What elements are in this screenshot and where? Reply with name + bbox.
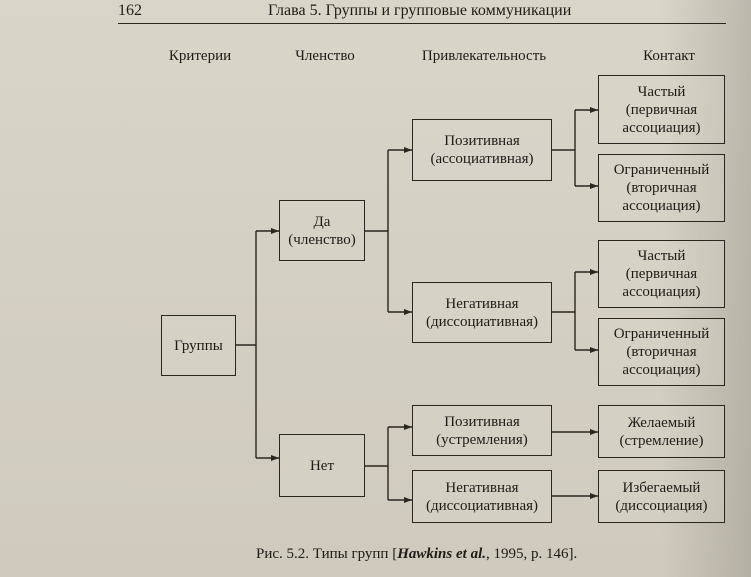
node-negative-dissociative-1: Негативная (диссоциативная): [412, 282, 552, 343]
node-avoided-dissociation: Избегаемый (диссоциация): [598, 470, 725, 523]
node-membership-yes: Да (членство): [279, 200, 365, 261]
column-header-contact: Контакт: [643, 48, 695, 64]
node-desired-aspiration: Желаемый (стремление): [598, 405, 725, 458]
node-limited-secondary-2: Ограниченный (вторичная ассоциация): [598, 318, 725, 386]
node-positive-aspiration: Позитивная (устремления): [412, 405, 552, 456]
running-head: 162 Глава 5. Группы и групповые коммуник…: [118, 0, 726, 24]
node-frequent-primary-2: Частый (первичная ассоциация): [598, 240, 725, 308]
caption-suffix: , 1995, p. 146].: [485, 546, 578, 562]
node-frequent-primary-1: Частый (первичная ассоциация): [598, 75, 725, 144]
node-negative-dissociative-2: Негативная (диссоциативная): [412, 470, 552, 523]
node-limited-secondary-1: Ограниченный (вторичная ассоциация): [598, 154, 725, 222]
node-membership-no: Нет: [279, 434, 365, 497]
figure-caption: Рис. 5.2. Типы групп [Hawkins et al., 19…: [256, 546, 577, 563]
chapter-title: Глава 5. Группы и групповые коммуникации: [268, 2, 572, 19]
column-header-membership: Членство: [295, 48, 355, 64]
caption-authors: Hawkins et al.: [397, 546, 486, 562]
node-groups: Группы: [161, 315, 236, 376]
page-number: 162: [118, 2, 142, 19]
column-header-criteria: Критерии: [168, 48, 232, 64]
node-positive-associative: Позитивная (ассоциативная): [412, 119, 552, 181]
column-header-attractiveness: Привлекательность: [421, 48, 547, 64]
caption-prefix: Рис. 5.2. Типы групп [: [256, 546, 398, 562]
